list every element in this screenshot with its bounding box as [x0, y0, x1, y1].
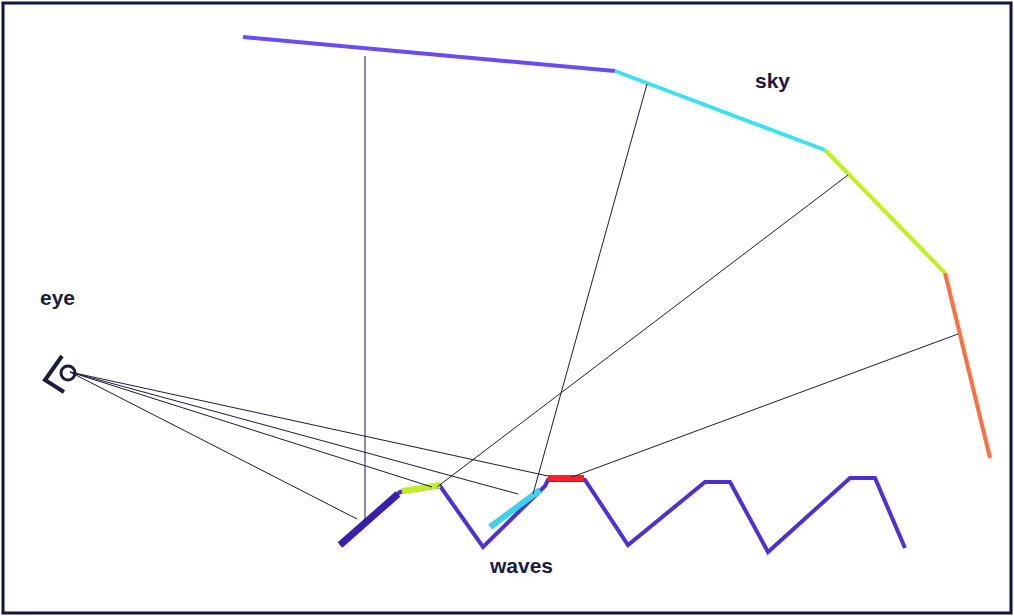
eye-symbol: [45, 356, 75, 392]
text-label: waves: [490, 555, 553, 576]
wave-facet: [548, 475, 584, 481]
wave-line: [340, 478, 905, 552]
reflected-rays: [365, 56, 958, 521]
sky-band: [243, 37, 990, 458]
text-label: eye: [40, 287, 75, 308]
frame: [3, 3, 1011, 613]
sight-lines: [70, 372, 548, 519]
wave-facet: [402, 485, 440, 491]
text-label: sky: [755, 70, 790, 91]
wave-facet: [340, 494, 398, 545]
wave-facet: [490, 490, 540, 527]
